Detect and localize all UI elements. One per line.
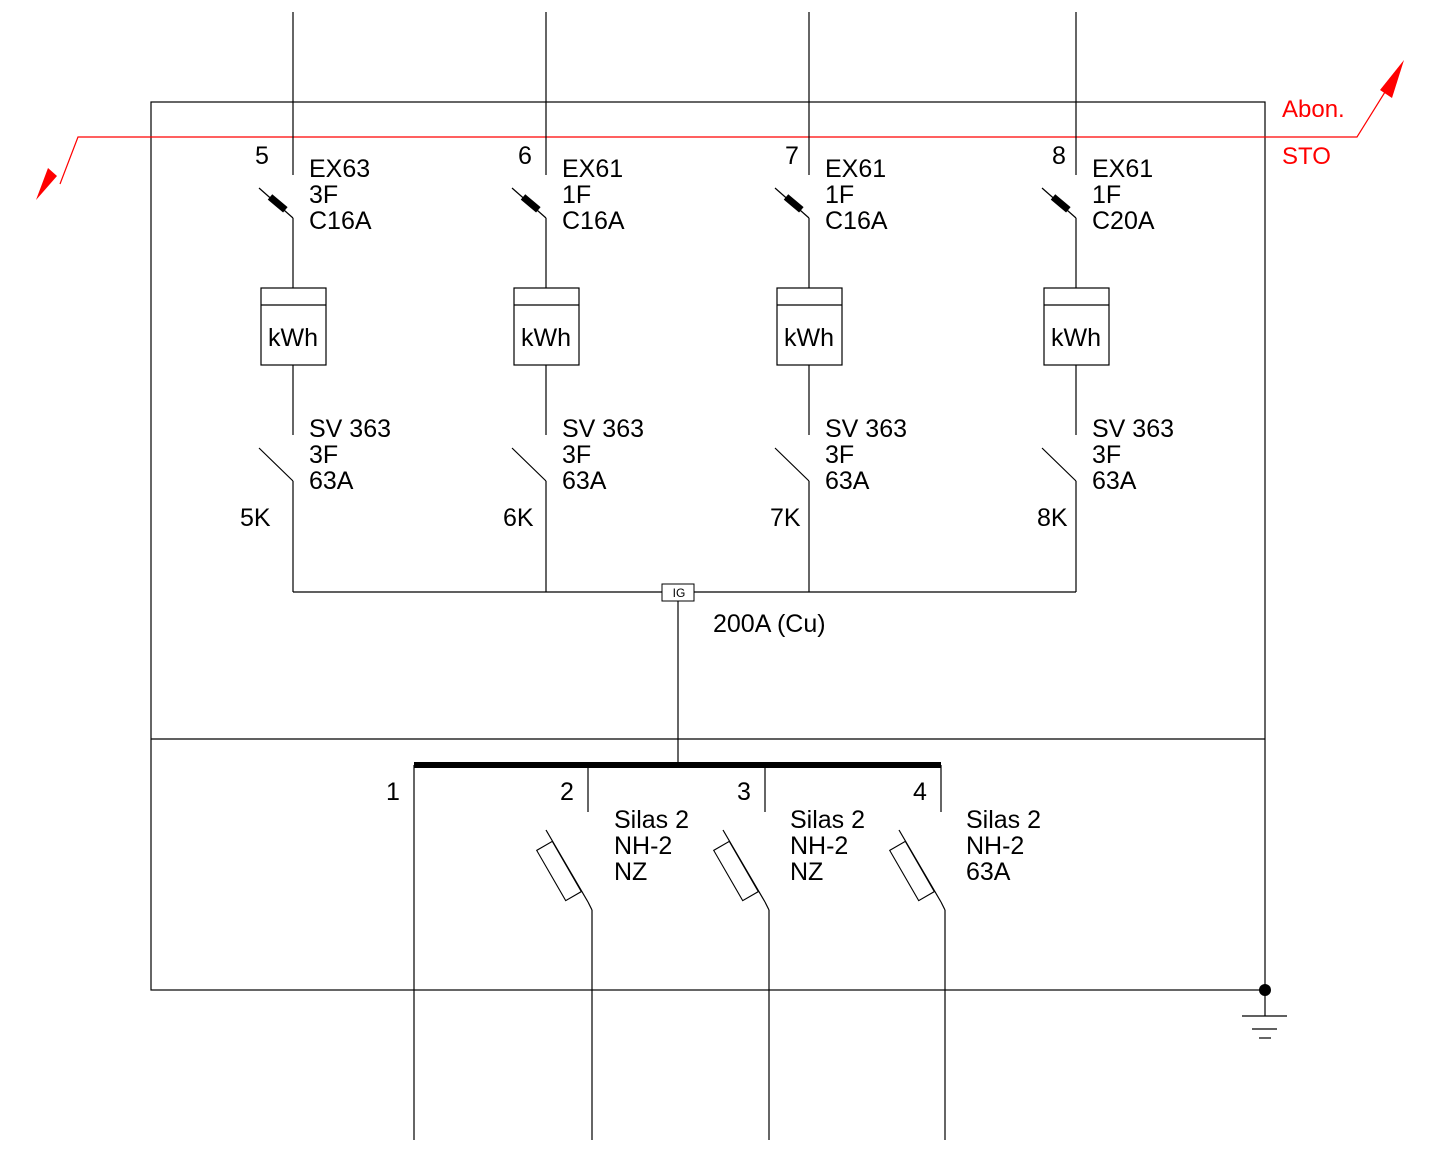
boundary-label-sto: STO — [1282, 143, 1331, 170]
circuit-breaker-icon — [258, 187, 294, 288]
breaker-type: EX61 — [1092, 155, 1153, 183]
breaker-rating: C16A — [309, 207, 372, 235]
energy-meter-icon: kWh — [513, 287, 580, 366]
feeder-number: 4 — [913, 778, 927, 806]
boundary-label-abon: Abon. — [1282, 96, 1345, 123]
switch-phases: 3F — [562, 441, 591, 469]
ground-icon — [1242, 984, 1287, 1039]
switch-id: 7K — [770, 504, 801, 532]
feeder-1: 1 — [386, 765, 415, 1140]
meter-label: kWh — [521, 324, 571, 352]
fuse-size: NH-2 — [790, 832, 848, 860]
outgoing-circuit-8: 8 EX61 1F C20A kWh SV 363 3F 63A 8K — [1037, 12, 1174, 592]
circuit-breaker-icon — [1041, 187, 1077, 288]
breaker-type: EX61 — [562, 155, 623, 183]
feeder-number: 3 — [737, 778, 751, 806]
meter-label: kWh — [268, 324, 318, 352]
outgoing-circuit-7: 7 EX61 1F C16A kWh SV 363 3F 63A 7K — [770, 12, 907, 592]
breaker-type: EX63 — [309, 155, 370, 183]
switch-disconnector-icon — [1041, 447, 1077, 592]
feeder-2: 2 Silas 2 NH-2 NZ — [535, 765, 689, 1140]
circuit-number: 8 — [1052, 142, 1066, 170]
fuse-switch-icon — [712, 829, 770, 1140]
energy-meter-icon: kWh — [776, 287, 843, 366]
feeder-number: 1 — [386, 778, 400, 806]
fuse-type: Silas 2 — [966, 806, 1041, 834]
ig-connector-label: IG — [673, 586, 686, 600]
fuse-size: NH-2 — [614, 832, 672, 860]
switch-type: SV 363 — [1092, 415, 1174, 443]
ig-connector-icon: IG — [661, 583, 695, 602]
switch-rating: 63A — [825, 467, 870, 495]
circuit-number: 7 — [785, 142, 799, 170]
fuse-rating: NZ — [790, 858, 823, 886]
meter-label: kWh — [784, 324, 834, 352]
switch-id: 5K — [240, 504, 271, 532]
switch-disconnector-icon — [258, 447, 294, 592]
switch-id: 8K — [1037, 504, 1068, 532]
switch-phases: 3F — [1092, 441, 1121, 469]
switch-disconnector-icon — [511, 447, 547, 592]
fuse-type: Silas 2 — [790, 806, 865, 834]
supply-boundary: Abon. STO — [36, 60, 1404, 200]
switch-id: 6K — [503, 504, 534, 532]
meter-label: kWh — [1051, 324, 1101, 352]
circuit-breaker-icon — [774, 187, 810, 288]
energy-meter-icon: kWh — [1043, 287, 1110, 366]
fuse-switch-icon — [888, 829, 946, 1140]
breaker-phases: 3F — [309, 181, 338, 209]
fuse-type: Silas 2 — [614, 806, 689, 834]
circuit-number: 6 — [518, 142, 532, 170]
fuse-size: NH-2 — [966, 832, 1024, 860]
boundary-line — [59, 83, 1391, 185]
breaker-rating: C16A — [825, 207, 888, 235]
circuit-number: 5 — [255, 142, 269, 170]
outgoing-circuit-6: 6 EX61 1F C16A kWh SV 363 3F 63A 6K — [503, 12, 644, 592]
switch-type: SV 363 — [562, 415, 644, 443]
fuse-rating: 63A — [966, 858, 1011, 886]
switch-type: SV 363 — [825, 415, 907, 443]
feeder-number: 2 — [560, 778, 574, 806]
switch-rating: 63A — [309, 467, 354, 495]
circuit-breaker-icon — [511, 187, 547, 288]
breaker-phases: 1F — [562, 181, 591, 209]
fuse-switch-icon — [535, 829, 593, 1140]
fuse-rating: NZ — [614, 858, 647, 886]
switch-rating: 63A — [1092, 467, 1137, 495]
switch-rating: 63A — [562, 467, 607, 495]
boundary-arrow-left-icon — [36, 168, 57, 200]
feeder-3: 3 Silas 2 NH-2 NZ — [712, 765, 865, 1140]
breaker-phases: 1F — [1092, 181, 1121, 209]
feeder-4: 4 Silas 2 NH-2 63A — [888, 765, 1041, 1140]
switch-phases: 3F — [825, 441, 854, 469]
breaker-phases: 1F — [825, 181, 854, 209]
enclosure-frame — [150, 101, 1266, 991]
outgoing-circuit-5: 5 EX63 3F C16A kWh SV 363 3F 63A 5K — [240, 12, 391, 592]
switch-disconnector-icon — [774, 447, 810, 592]
breaker-type: EX61 — [825, 155, 886, 183]
energy-meter-icon: kWh — [260, 287, 327, 366]
bus-rating: 200A (Cu) — [713, 610, 826, 638]
breaker-rating: C20A — [1092, 207, 1155, 235]
boundary-arrow-right-icon — [1380, 60, 1404, 98]
switch-type: SV 363 — [309, 415, 391, 443]
switch-phases: 3F — [309, 441, 338, 469]
breaker-rating: C16A — [562, 207, 625, 235]
